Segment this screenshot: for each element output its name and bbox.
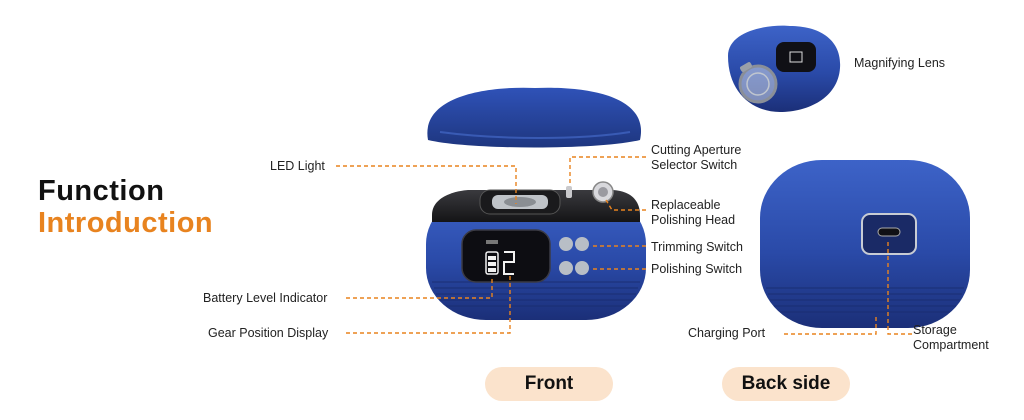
back-body — [760, 160, 970, 328]
label-cutting-aperture-line2: Selector Switch — [651, 158, 738, 172]
label-cutting-aperture: Cutting Aperture Selector Switch — [651, 143, 741, 173]
label-polishing-head-line2: Polishing Head — [651, 213, 736, 227]
label-charging-port: Charging Port — [688, 326, 766, 340]
heading-line-2: Introduction — [38, 207, 214, 239]
label-polishing-head-line1: Replaceable — [651, 198, 721, 212]
label-cutting-aperture-line1: Cutting Aperture — [651, 143, 742, 157]
label-storage-compartment: Storage Compartment — [913, 323, 989, 353]
label-gear-position: Gear Position Display — [208, 326, 329, 340]
label-trimming-switch: Trimming Switch — [651, 240, 743, 254]
heading-line-1: Function — [38, 175, 165, 207]
label-storage-line1: Storage — [913, 323, 957, 337]
label-polishing-head: Replaceable Polishing Head — [651, 198, 735, 228]
front-body — [426, 181, 646, 320]
label-polishing-switch: Polishing Switch — [651, 262, 743, 276]
magnifier-device — [728, 25, 841, 112]
leader-lines — [336, 156, 912, 335]
front-lid — [427, 87, 642, 148]
label-battery-level: Battery Level Indicator — [203, 291, 328, 305]
view-label-front: Front — [485, 367, 613, 401]
label-storage-line2: Compartment — [913, 338, 989, 352]
label-led-light: LED Light — [270, 159, 325, 173]
label-magnifying-lens: Magnifying Lens — [854, 56, 946, 70]
view-label-back: Back side — [722, 367, 850, 401]
